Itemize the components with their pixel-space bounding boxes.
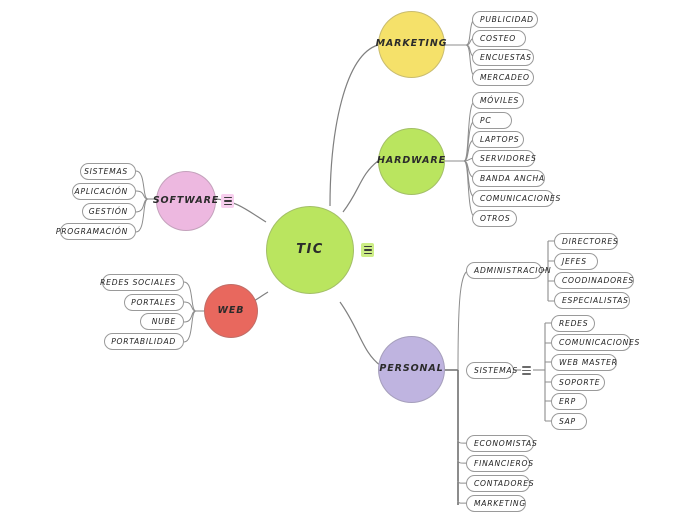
branch-label-marketing: MARKETING bbox=[375, 38, 448, 50]
leaf-pill[interactable]: COSTEO bbox=[472, 30, 526, 47]
leaf-label: SOPORTE bbox=[559, 377, 601, 387]
leaf-pill[interactable]: JEFES bbox=[554, 253, 598, 270]
hamburger-bar bbox=[223, 203, 232, 206]
hamburger-bar bbox=[363, 252, 372, 255]
leaf-pill[interactable]: GESTIÓN bbox=[82, 203, 136, 220]
leaf-label: MARKETING bbox=[474, 498, 526, 508]
leaf-pill[interactable]: NUBE bbox=[140, 313, 184, 330]
branch-label-software: SOFTWARE bbox=[152, 194, 220, 206]
leaf-pill[interactable]: ENCUESTAS bbox=[472, 49, 534, 66]
leaf-pill[interactable]: COMUNICACIONES bbox=[472, 190, 560, 207]
leaf-pill[interactable]: LAPTOPS bbox=[472, 131, 524, 148]
hamburger-bar bbox=[363, 245, 372, 248]
leaf-label: LAPTOPS bbox=[480, 134, 520, 144]
leaf-label: SERVIDORES bbox=[480, 153, 537, 163]
leaf-label: COODINADORES bbox=[562, 275, 634, 285]
leaf-pill[interactable]: ESPECIALISTAS bbox=[554, 292, 630, 309]
hamburger-menu-icon[interactable] bbox=[361, 243, 374, 257]
hamburger-menu-icon[interactable] bbox=[520, 364, 532, 377]
leaf-pill[interactable]: SERVIDORES bbox=[472, 150, 537, 167]
branch-node-hardware[interactable]: HARDWARE bbox=[377, 128, 447, 195]
hamburger-bar bbox=[363, 249, 372, 251]
leaf-pill[interactable]: SAP bbox=[551, 413, 587, 430]
leaf-pill[interactable]: MÓVILES bbox=[472, 92, 524, 109]
leaf-label: DIRECTORES bbox=[562, 236, 619, 246]
leaf-pill[interactable]: MARKETING bbox=[466, 495, 526, 512]
leaf-label: PC bbox=[480, 115, 492, 125]
leaf-label: ESPECIALISTAS bbox=[562, 295, 629, 305]
leaf-label: PUBLICIDAD bbox=[480, 14, 534, 24]
hamburger-bar bbox=[521, 369, 531, 372]
hamburger-menu-icon[interactable] bbox=[221, 194, 234, 208]
leaf-pill[interactable]: DIRECTORES bbox=[554, 233, 618, 250]
branch-label-personal: PERSONAL bbox=[379, 363, 444, 375]
leaf-label: REDES SOCIALES bbox=[100, 277, 176, 287]
root-node-tic[interactable]: TIC bbox=[266, 206, 354, 294]
leaf-label: MÓVILES bbox=[480, 95, 520, 105]
leaf-pill[interactable]: COODINADORES bbox=[554, 272, 634, 289]
leaf-pill[interactable]: SOPORTE bbox=[551, 374, 605, 391]
leaf-label: REDES bbox=[559, 318, 589, 328]
subbranch-label: SISTEMAS bbox=[474, 365, 518, 375]
leaf-pill[interactable]: PC bbox=[472, 112, 512, 129]
leaf-label: SISTEMAS bbox=[84, 166, 128, 176]
leaf-pill[interactable]: MERCADEO bbox=[472, 69, 534, 86]
leaf-label: PORTALES bbox=[131, 297, 176, 307]
leaf-label: WEB MASTER bbox=[559, 357, 618, 367]
subbranch-pill-sistemas[interactable]: SISTEMAS bbox=[466, 362, 517, 379]
leaf-label: GESTIÓN bbox=[88, 206, 128, 216]
leaf-label: PORTABILIDAD bbox=[111, 336, 176, 346]
leaf-pill[interactable]: ERP bbox=[551, 393, 587, 410]
leaf-pill[interactable]: APLICACIÓN bbox=[72, 183, 136, 200]
subbranch-pill-administracion[interactable]: ADMINISTRACION bbox=[466, 262, 551, 279]
hamburger-bar bbox=[521, 366, 531, 368]
leaf-label: APLICACIÓN bbox=[74, 186, 128, 196]
leaf-label: JEFES bbox=[562, 256, 587, 266]
hamburger-bar bbox=[223, 200, 232, 202]
leaf-pill[interactable]: REDES SOCIALES bbox=[100, 274, 184, 291]
leaf-pill[interactable]: SISTEMAS bbox=[80, 163, 136, 180]
hamburger-bar bbox=[223, 196, 232, 199]
subbranch-label: ADMINISTRACION bbox=[474, 265, 552, 275]
leaf-label: COMUNICACIONES bbox=[559, 337, 641, 347]
leaf-label: FINANCIEROS bbox=[474, 458, 534, 468]
branch-node-marketing[interactable]: MARKETING bbox=[375, 11, 448, 78]
leaf-label: COMUNICACIONES bbox=[480, 193, 562, 203]
leaf-pill[interactable]: PORTABILIDAD bbox=[104, 333, 184, 350]
leaf-pill[interactable]: REDES bbox=[551, 315, 595, 332]
leaf-pill[interactable]: PORTALES bbox=[124, 294, 184, 311]
leaf-label: NUBE bbox=[151, 316, 176, 326]
leaf-pill[interactable]: BANDA ANCHA bbox=[472, 170, 545, 187]
leaf-label: COSTEO bbox=[480, 33, 517, 43]
root-node-label: TIC bbox=[296, 241, 324, 257]
leaf-pill[interactable]: CONTADORES bbox=[466, 475, 534, 492]
leaf-pill[interactable]: WEB MASTER bbox=[551, 354, 617, 371]
leaf-pill[interactable]: PUBLICIDAD bbox=[472, 11, 538, 28]
branch-node-personal[interactable]: PERSONAL bbox=[378, 336, 445, 403]
leaf-label: ENCUESTAS bbox=[480, 52, 532, 62]
leaf-label: ERP bbox=[559, 396, 576, 406]
hamburger-bar bbox=[521, 373, 531, 375]
branch-label-web: WEB bbox=[217, 304, 245, 316]
leaf-pill[interactable]: FINANCIEROS bbox=[466, 455, 533, 472]
leaf-label: OTROS bbox=[480, 213, 511, 223]
leaf-label: SAP bbox=[559, 416, 576, 426]
leaf-label: CONTADORES bbox=[474, 478, 535, 488]
branch-node-software[interactable]: SOFTWARE bbox=[152, 171, 220, 231]
leaf-label: MERCADEO bbox=[480, 72, 530, 82]
leaf-pill[interactable]: COMUNICACIONES bbox=[551, 334, 639, 351]
leaf-pill[interactable]: PROGRAMACIÓN bbox=[56, 223, 136, 240]
leaf-label: ECONOMISTAS bbox=[474, 438, 538, 448]
leaf-label: PROGRAMACIÓN bbox=[55, 226, 128, 236]
leaf-pill[interactable]: ECONOMISTAS bbox=[466, 435, 537, 452]
leaf-pill[interactable]: OTROS bbox=[472, 210, 517, 227]
branch-label-hardware: HARDWARE bbox=[377, 155, 447, 167]
branch-node-web[interactable]: WEB bbox=[204, 284, 258, 338]
leaf-label: BANDA ANCHA bbox=[480, 173, 545, 183]
